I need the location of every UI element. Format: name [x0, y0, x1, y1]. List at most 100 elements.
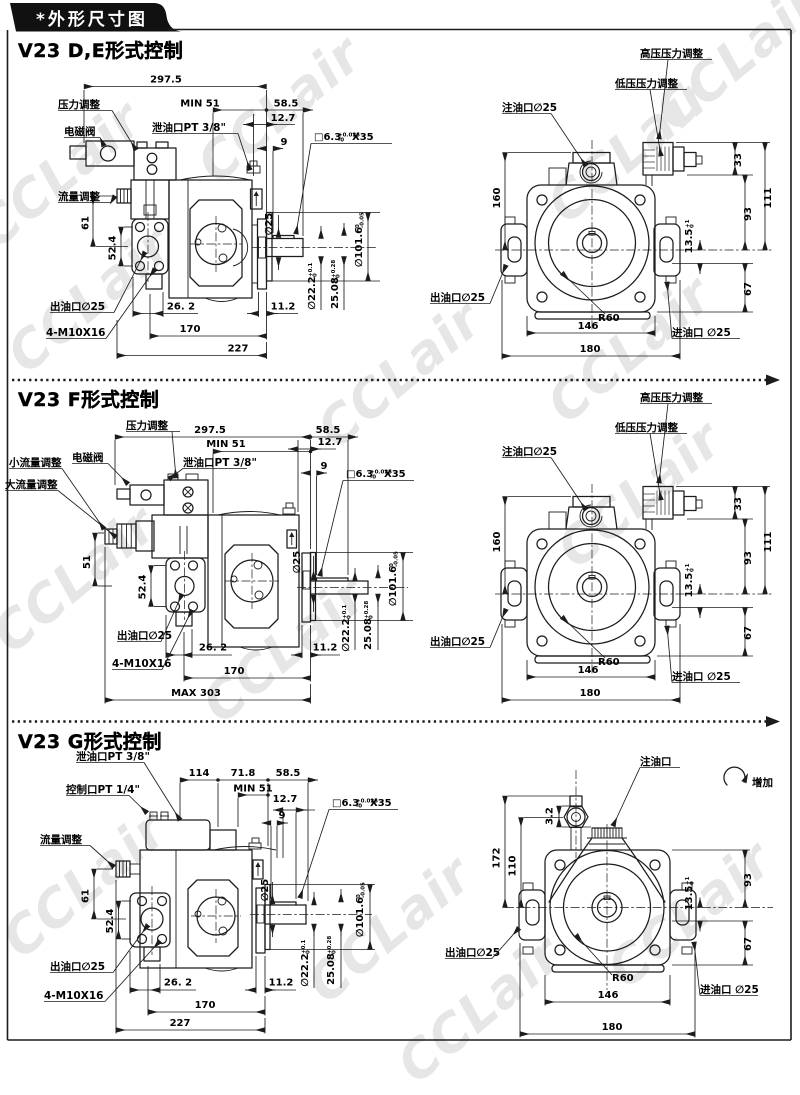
- label-increase: 增加: [752, 776, 773, 789]
- label-key-tol-upper: +0.025: [356, 799, 378, 805]
- dim-shaft-key-tol-lower: 0: [347, 615, 353, 619]
- dim-text: 180: [580, 688, 601, 699]
- section-title-g: V23 G形式控制: [18, 731, 162, 753]
- label-key-suffix: X35: [384, 469, 406, 480]
- dim-key-height-tol-upper: +0.28: [327, 936, 333, 954]
- dim-text: 58.5: [274, 99, 299, 110]
- dim-text: 67: [743, 626, 754, 640]
- s3-side-view: 114 71.8 58.5 MIN 51 12.7 9 ∅25 ∅101.6 0…: [40, 750, 398, 1034]
- dim-text: MIN 51: [180, 99, 219, 110]
- label-key-tol-upper: +0.025: [338, 133, 360, 139]
- label-key-tol-lower: -0: [370, 474, 376, 480]
- s3-front-body: [505, 824, 773, 990]
- label-drain-port: 泄油口PT 3/8": [183, 456, 257, 469]
- dim-13-5-main: 13.5: [684, 886, 695, 911]
- dim-text: 9: [321, 461, 328, 472]
- s1-pump-body: [116, 160, 263, 302]
- dim-text: 52.4: [138, 575, 149, 600]
- s3-control-block: [145, 811, 237, 851]
- label-large-flow-adjust: 大流量调整: [5, 478, 58, 491]
- s1-front-view-labels: 注油口∅25 高压压力调整 低压压力调整 出油口∅25 进油口 ∅25 R60: [430, 47, 740, 339]
- dim-text: 67: [743, 282, 754, 296]
- dim-shaft-dia: ∅25: [260, 879, 271, 902]
- dim-key-height-tol-upper: +0.28: [331, 260, 337, 278]
- label-pressure-adjust: 压力调整: [126, 419, 168, 432]
- page-frame: [6, 28, 792, 1041]
- label-mounting-bolts: 4-M10X16: [112, 658, 171, 670]
- dim-pilot-dia-tol-lower: -0.05: [360, 212, 366, 228]
- s2-front-view: 160 33 111 93 13.5 +1 0 67 146 180 注油口∅2…: [430, 391, 774, 704]
- dim-text: 93: [743, 873, 754, 887]
- s2-side-labels: 压力调整 电磁阀 小流量调整 大流量调整 泄油口PT 3/8" 出油口∅25 4…: [5, 419, 414, 670]
- dim-text: 26. 2: [167, 302, 195, 313]
- dim-key-height: 25.08 +0.28 0: [326, 936, 338, 985]
- dim-key-height-tol-lower: 0: [369, 615, 375, 619]
- s3-front-dimensions: 3.2 172 110 93 13.5 +1 0 67 146 180: [492, 795, 754, 1038]
- label-radius: R60: [612, 973, 634, 984]
- label-lp-adjust: 低压压力调整: [614, 77, 678, 90]
- dim-text: MIN 51: [233, 784, 272, 795]
- label-control-port: 控制口PT 1/4": [66, 783, 140, 796]
- label-key-tol-lower: -0: [338, 137, 344, 143]
- dim-shaft-dia: ∅25: [264, 213, 275, 236]
- label-pressure-adjust: 压力调整: [58, 98, 100, 111]
- section-title-f: V23 F形式控制: [18, 389, 160, 411]
- dim-text: 93: [743, 551, 754, 565]
- s2-front-view-dimensions: 160 33 111 93 13.5 +1 0 67 146 180: [492, 486, 774, 704]
- dim-text: 9: [279, 811, 286, 822]
- dim-text: 93: [743, 207, 754, 221]
- dim-text: 180: [580, 344, 601, 355]
- label-drain-port: 泄油口PT 3/8": [152, 121, 226, 134]
- dim-text: 26. 2: [164, 978, 192, 989]
- label-mounting-bolts: 4-M10X16: [46, 327, 105, 339]
- dim-text: 11.2: [271, 302, 296, 313]
- dim-shaft-key-main: ∅22.2: [300, 953, 311, 986]
- dim-text: 12.7: [273, 794, 298, 805]
- label-outlet-port: 出油口∅25: [50, 960, 105, 973]
- dim-text: 61: [81, 216, 92, 230]
- label-outlet-port: 出油口∅25: [50, 300, 105, 313]
- dim-13-5-main: 13.5: [684, 229, 695, 254]
- label-radius: R60: [598, 313, 620, 324]
- dim-pilot-dia-tol-lower: -0.05: [361, 882, 367, 898]
- s3-pump-body: [115, 837, 277, 972]
- s2-side-dimensions: 297.5 58.5 MIN 51 12.7 9 ∅25 ∅101.6 0 -0…: [82, 425, 406, 704]
- s2-solenoid-assembly: [116, 473, 209, 516]
- dim-text: 170: [224, 666, 245, 677]
- s3-front-lugs: [518, 882, 697, 955]
- dim-13-5-tol-lower: 0: [690, 568, 696, 572]
- label-solenoid-valve: 电磁阀: [64, 125, 96, 138]
- dim-shaft-key-tol-lower: 0: [313, 273, 319, 277]
- dim-text: MIN 51: [206, 439, 245, 450]
- dim-text: 160: [492, 188, 503, 209]
- s3-fill-plug: [563, 770, 589, 858]
- s2-front-view-body: [495, 484, 773, 674]
- dim-shaft-key-main: ∅22.2: [341, 618, 352, 651]
- label-fill-port: 注油口∅25: [502, 445, 557, 458]
- label-key-tol-upper: +0.025: [370, 470, 392, 476]
- s2-mounting-plate: [165, 551, 206, 627]
- label-key-spec: □6.3 +0.025 -0 X35: [317, 469, 414, 577]
- s1-mounting-plate: [131, 212, 169, 290]
- dim-pilot-dia-main: ∅101.6: [354, 227, 365, 267]
- s1-front-view-dimensions: 160 33 111 93 13.5 +1 0 67 146 180: [492, 142, 774, 360]
- label-inlet-port: 进油口 ∅25: [700, 983, 759, 996]
- dim-text: 170: [195, 1000, 216, 1011]
- label-hp-adjust: 高压压力调整: [640, 47, 703, 60]
- s1-front-view-pressure-adjuster: [642, 141, 703, 186]
- dim-13-5: 13.5 +1 0: [684, 876, 696, 910]
- label-key-tol-lower: -0: [356, 803, 362, 809]
- label-solenoid-valve: 电磁阀: [72, 451, 104, 464]
- label-key-suffix: X35: [352, 132, 374, 143]
- dim-text: 33: [733, 153, 744, 167]
- dim-pilot-dia-tol-upper: 0: [355, 224, 361, 228]
- dim-pilot-dia-tol-lower: -0.05: [394, 551, 400, 567]
- label-outlet-port: 出油口∅25: [117, 629, 172, 642]
- s3-side-labels: 泄油口PT 3/8" 控制口PT 1/4" 流量调整 出油口∅25 4-M10X…: [40, 750, 398, 1002]
- dim-text: 111: [763, 532, 774, 553]
- s2-side-view: 297.5 58.5 MIN 51 12.7 9 ∅25 ∅101.6 0 -0…: [5, 419, 414, 704]
- dim-pilot-dia: ∅101.6 0 -0.05: [354, 212, 366, 267]
- s2-front-view-top-cap: [548, 495, 618, 530]
- divider-2: [12, 716, 780, 727]
- s1-flange-shaft: [252, 211, 380, 290]
